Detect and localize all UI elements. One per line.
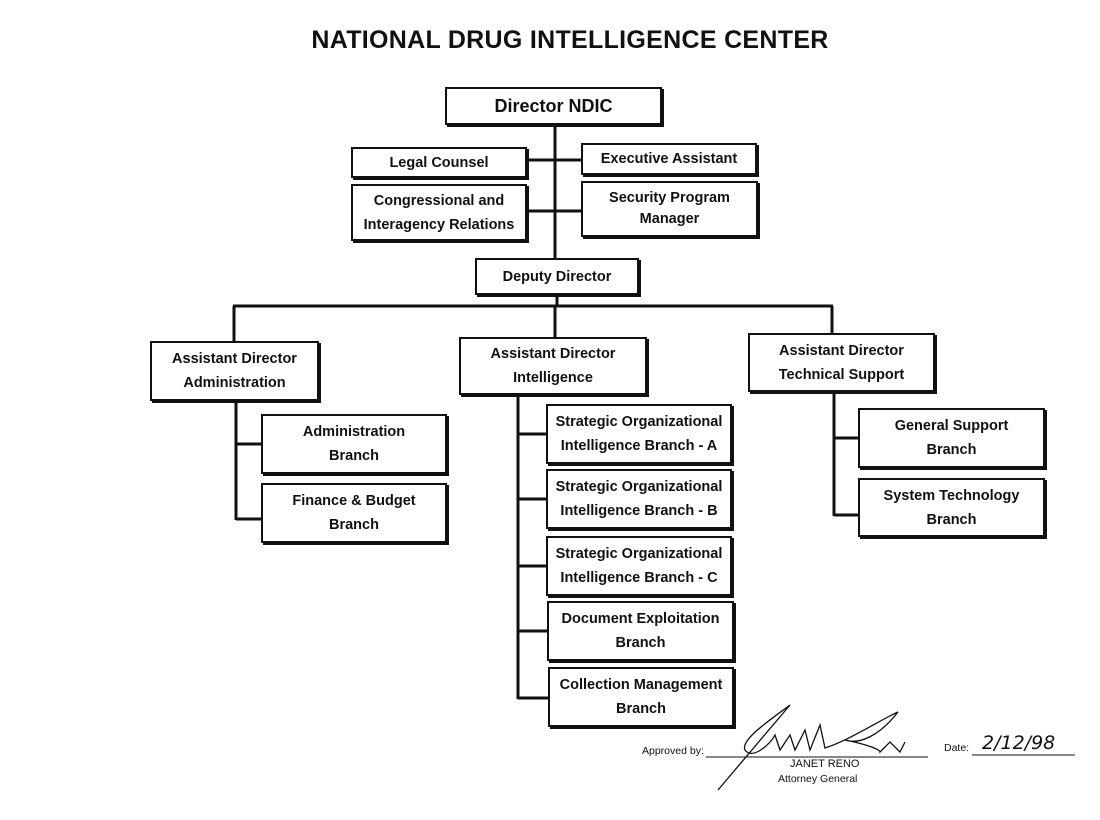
document-exploitation-box: Document Exploitation Branch <box>547 601 734 661</box>
system-technology-branch-box: System Technology Branch <box>858 478 1045 537</box>
box-label: Deputy Director <box>502 268 612 285</box>
box-label: Executive Assistant <box>600 151 738 167</box>
approved-by-label: Approved by: <box>642 745 704 757</box>
date-value: 2/12/98 <box>982 732 1056 754</box>
soib-a-box: Strategic Organizational Intelligence Br… <box>546 404 732 464</box>
ad-administration-box: Assistant Director Administration <box>150 341 319 401</box>
soib-c-box: Strategic Organizational Intelligence Br… <box>546 536 732 596</box>
box-label: General Support Branch <box>894 418 1009 458</box>
box-label: Assistant Director Administration <box>172 351 297 391</box>
box-label: Finance & Budget Branch <box>292 493 416 533</box>
executive-assistant-box: Executive Assistant <box>581 143 757 175</box>
legal-counsel-box: Legal Counsel <box>351 147 527 178</box>
box-label: Assistant Director Technical Support <box>778 342 905 383</box>
administration-branch-box: Administration Branch <box>261 414 447 474</box>
box-label: Congressional and Interagency Relations <box>363 192 515 233</box>
signature-graphic <box>717 704 906 791</box>
chart-title: NATIONAL DRUG INTELLIGENCE CENTER <box>311 26 829 54</box>
box-label: Collection Management Branch <box>559 677 723 717</box>
signer-name: JANET RENO <box>790 758 860 770</box>
box-label: Strategic Organizational Intelligence Br… <box>555 414 723 454</box>
box-label: Strategic Organizational Intelligence Br… <box>555 546 723 586</box>
congressional-relations-box: Congressional and Interagency Relations <box>351 184 527 241</box>
director-ndic-box: Director NDIC <box>445 87 662 125</box>
box-label: Strategic Organizational Intelligence Br… <box>555 479 723 519</box>
security-program-manager-box: Security Program Manager <box>581 181 758 237</box>
deputy-director-box: Deputy Director <box>475 258 639 295</box>
box-label: System Technology Branch <box>883 487 1020 528</box>
ad-intelligence-box: Assistant Director Intelligence <box>459 337 647 395</box>
collection-management-box: Collection Management Branch <box>548 667 734 727</box>
soib-b-box: Strategic Organizational Intelligence Br… <box>546 469 732 529</box>
ad-technical-support-box: Assistant Director Technical Support <box>748 333 935 392</box>
box-label: Document Exploitation Branch <box>561 611 720 651</box>
box-label: Administration Branch <box>302 424 406 464</box>
signer-role: Attorney General <box>778 773 858 785</box>
box-label: Security Program Manager <box>609 190 730 227</box>
box-label: Assistant Director Intelligence <box>490 346 616 386</box>
box-label: Legal Counsel <box>389 154 489 171</box>
date-label: Date: <box>944 742 970 754</box>
box-label: Director NDIC <box>494 96 613 116</box>
general-support-branch-box: General Support Branch <box>858 408 1045 468</box>
finance-budget-branch-box: Finance & Budget Branch <box>261 483 447 543</box>
